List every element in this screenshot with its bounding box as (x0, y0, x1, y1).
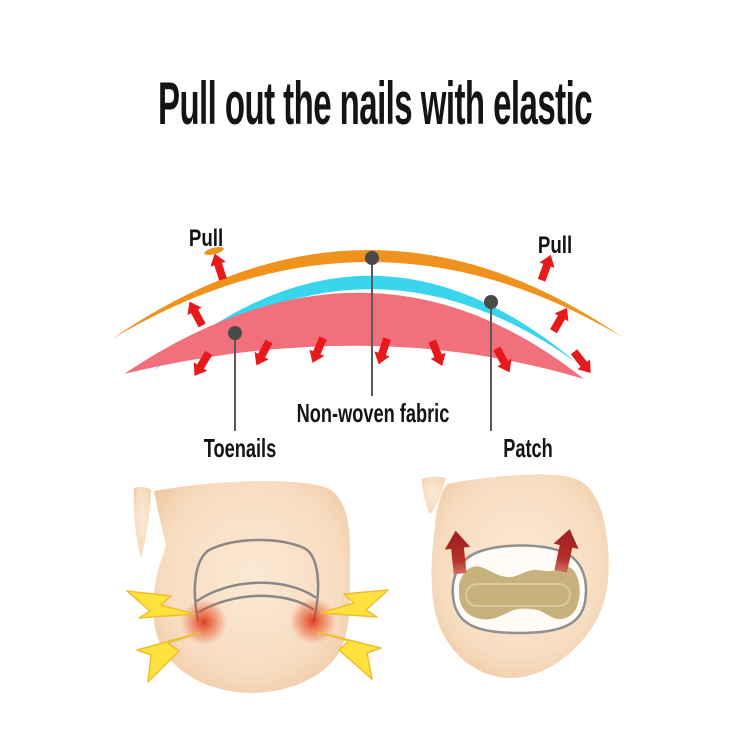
patch-inner-outline (465, 583, 571, 607)
label-toenails: Toenails (203, 433, 277, 463)
label-non-woven-fabric: Non-woven fabric (296, 398, 450, 428)
toe-body (153, 481, 351, 693)
ingrown-toe-illustration (126, 481, 389, 693)
pain-lightning-icon (316, 631, 382, 680)
pull-arrow-icon (182, 297, 210, 330)
pull-tab-dash (204, 247, 224, 255)
toe-skin-flap (133, 486, 151, 557)
inflamed-spot (181, 599, 227, 645)
callout-dots-group (228, 251, 498, 340)
marker-dot (365, 251, 379, 265)
toenail-arc (124, 292, 584, 379)
label-patch: Patch (503, 433, 553, 463)
pain-lightning-icons (126, 589, 389, 683)
toe-skin-flap (422, 476, 445, 514)
treated-toe-illustration (422, 474, 609, 679)
pain-lightning-icon (136, 632, 200, 683)
label-pull-left: Pull (188, 225, 224, 252)
marker-dot (484, 295, 498, 309)
marker-dot (228, 326, 242, 340)
callout-leaders-group (234, 258, 492, 431)
non-woven-fabric-arc (152, 275, 577, 372)
inflamed-spot (290, 598, 336, 644)
elastic-band-arc (112, 249, 622, 339)
page-title: Pull out the nails with elastic (157, 70, 593, 137)
pain-lightning-icon (126, 590, 195, 619)
label-pull-right: Pull (537, 232, 573, 259)
pain-lightning-icon (320, 589, 389, 618)
